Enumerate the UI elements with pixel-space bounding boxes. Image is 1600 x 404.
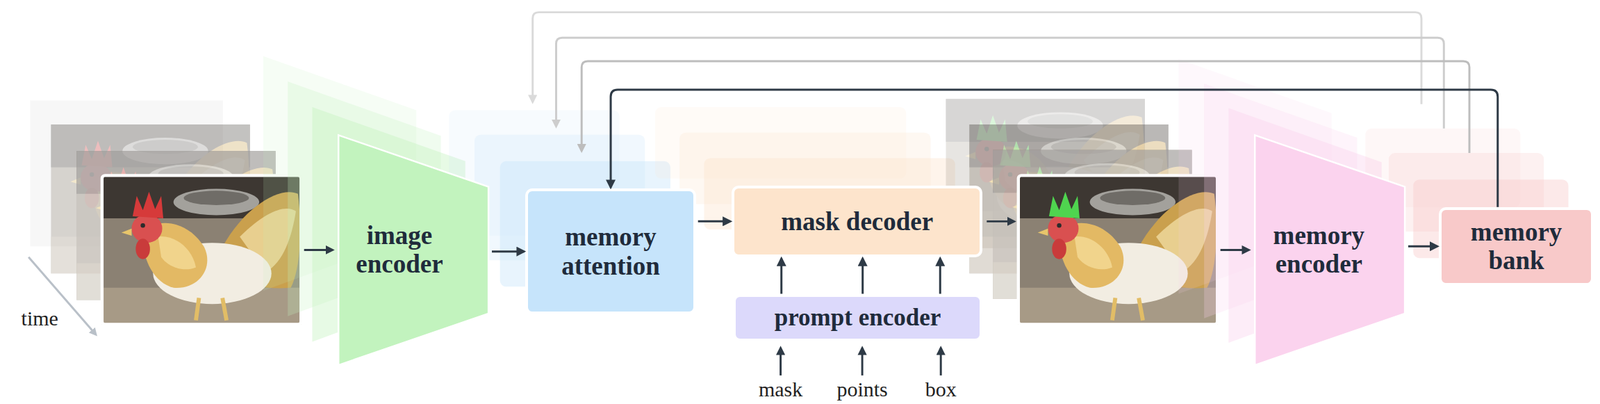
illustration-line bbox=[861, 347, 864, 376]
flow-arrow bbox=[491, 250, 524, 253]
node-text-group: mask decoder bbox=[780, 207, 934, 236]
past-memory-arrows bbox=[532, 12, 1470, 153]
memory-feedback-arrow bbox=[610, 89, 1498, 208]
input-label: mask bbox=[758, 377, 803, 401]
storage-box: memory bank bbox=[1438, 207, 1594, 286]
process-box: prompt encoder bbox=[732, 293, 984, 342]
input-frame-stack bbox=[28, 98, 301, 324]
illustration-line bbox=[779, 347, 782, 376]
process-box: memory attention bbox=[525, 188, 696, 314]
node-label: memory encoder bbox=[1253, 220, 1385, 279]
node-text-group: image encoder bbox=[336, 220, 463, 279]
illustration-path bbox=[581, 61, 1470, 153]
flow-arrow bbox=[1408, 245, 1438, 248]
illustration-line bbox=[304, 248, 333, 251]
process-box: mask decoder bbox=[731, 185, 983, 258]
node-text-group: prompt encoder bbox=[774, 303, 941, 331]
node-label: image encoder bbox=[336, 220, 463, 279]
axis-label: time bbox=[21, 306, 59, 331]
node-text-group: memory bank bbox=[1454, 217, 1580, 276]
illustration-path bbox=[555, 37, 1444, 129]
trapezoid-shape bbox=[1254, 134, 1405, 365]
flow-arrow bbox=[698, 220, 731, 223]
input-label: points bbox=[836, 377, 888, 401]
node-label: prompt encoder bbox=[774, 303, 941, 331]
node-label: memory attention bbox=[541, 222, 681, 280]
encoder-trapezoid: image encoder bbox=[336, 132, 490, 367]
node-text-group: memory encoder bbox=[1253, 220, 1385, 279]
illustration-path bbox=[532, 12, 1422, 105]
illustration-line bbox=[986, 220, 1015, 223]
input-label: box bbox=[925, 377, 957, 401]
illustration-path bbox=[1049, 191, 1080, 219]
output-frame-stack bbox=[946, 98, 1218, 324]
illustration-line bbox=[939, 347, 943, 376]
node-label: memory bank bbox=[1454, 217, 1580, 276]
flow-arrow bbox=[939, 258, 942, 294]
node-label: mask decoder bbox=[780, 207, 934, 236]
encoder-trapezoid: memory encoder bbox=[1253, 132, 1407, 367]
flow-arrow bbox=[861, 258, 864, 294]
flow-arrow bbox=[780, 258, 783, 294]
illustration-path bbox=[132, 191, 164, 219]
node-text-group: memory attention bbox=[541, 222, 681, 280]
illustration-line bbox=[1220, 248, 1250, 251]
trapezoid-shape bbox=[338, 134, 489, 365]
